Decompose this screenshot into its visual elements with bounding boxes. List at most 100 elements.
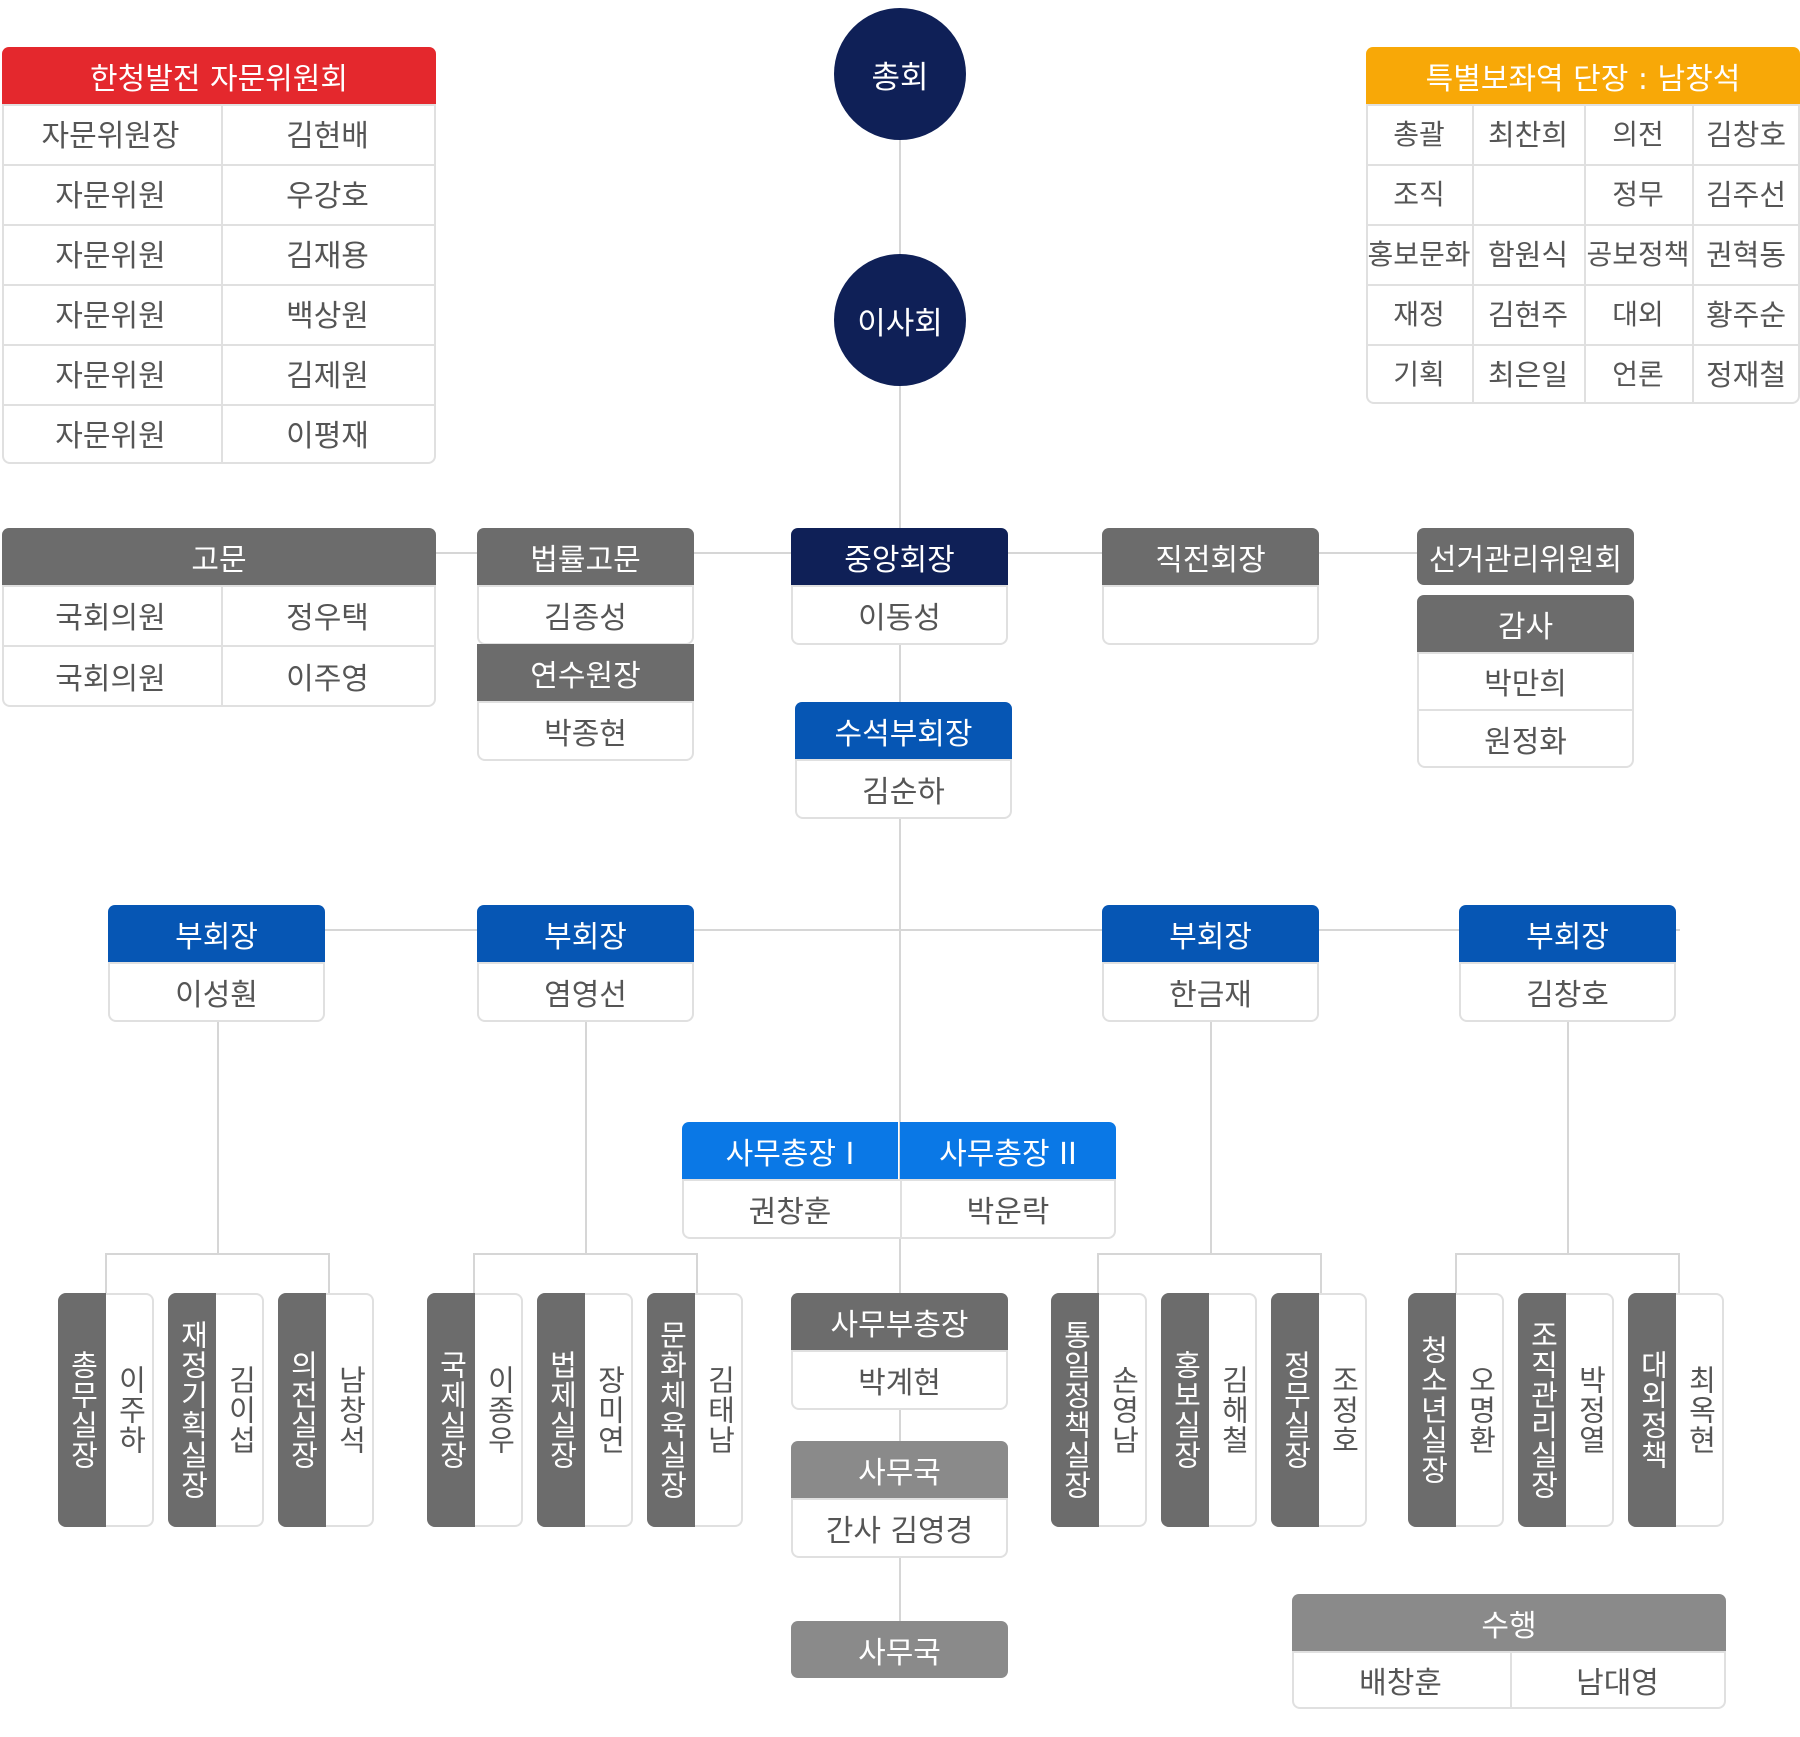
special-name: 최은일: [1487, 358, 1569, 392]
dept-card: 조직관리실장 박정열: [1518, 1293, 1614, 1527]
dept-title: 청소년실장: [1408, 1293, 1456, 1527]
dept-title: 정무실장: [1271, 1293, 1319, 1527]
dept-name: 박정열: [1573, 1365, 1608, 1455]
dept-card: 정무실장 조정호: [1271, 1293, 1367, 1527]
advisory-name: 우강호: [286, 179, 369, 214]
board-label: 이사회: [857, 305, 943, 342]
special-role: 대외: [1612, 298, 1664, 331]
special-name: 정재철: [1705, 358, 1787, 392]
advisory-name: 이평재: [286, 419, 369, 454]
vp-name: 염영선: [477, 962, 694, 1022]
advisor-name: 정우택: [286, 601, 369, 636]
secgen-title: 사무총장 II: [900, 1122, 1116, 1179]
office-name: 간사 김영경: [791, 1498, 1008, 1558]
dept-title: 조직관리실장: [1518, 1293, 1566, 1527]
vp-title: 부회장: [1102, 905, 1319, 962]
dept-card: 통일정책실장 손영남: [1051, 1293, 1147, 1527]
dept-name: 김태남: [702, 1365, 737, 1455]
special-role: 총괄: [1393, 118, 1445, 151]
dept-card: 홍보실장 김해철: [1161, 1293, 1257, 1527]
special-name: [1472, 164, 1584, 222]
advisor-role: 국회의원: [55, 601, 166, 636]
special-name: 권혁동: [1705, 238, 1787, 272]
advisory-role: 자문위원: [55, 359, 166, 394]
advisor-table: [2, 585, 436, 707]
advisory-role: 자문위원: [55, 239, 166, 274]
president-title: 중앙회장: [791, 528, 1008, 585]
special-name: 김창호: [1705, 118, 1787, 152]
dept-card: 총무실장 이주하: [58, 1293, 154, 1527]
dept-name: 김해철: [1216, 1365, 1251, 1455]
audit-title: 감사: [1417, 595, 1634, 652]
special-role: 조직: [1393, 178, 1445, 211]
election-title: 선거관리위원회: [1417, 528, 1634, 585]
advisory-title: 한청발전 자문위원회: [2, 47, 436, 104]
dept-title: 문화체육실장: [647, 1293, 695, 1527]
advisor-title: 고문: [2, 528, 436, 585]
dept-title: 법제실장: [537, 1293, 585, 1527]
dept-title: 재정기획실장: [168, 1293, 216, 1527]
special-role: 홍보문화: [1367, 238, 1471, 271]
special-title: 특별보좌역 단장 : 남창석: [1366, 47, 1800, 104]
vp-name: 김창호: [1459, 962, 1676, 1022]
training-name: 박종현: [477, 701, 694, 761]
senior-vp-title: 수석부회장: [795, 702, 1012, 759]
dept-card: 청소년실장 오명환: [1408, 1293, 1504, 1527]
dept-title: 홍보실장: [1161, 1293, 1209, 1527]
special-role: 언론: [1612, 358, 1664, 391]
special-role: 기획: [1393, 358, 1445, 391]
advisory-name: 김제원: [286, 359, 369, 394]
special-table: [1366, 104, 1800, 404]
dept-title: 국제실장: [427, 1293, 475, 1527]
dept-title: 총무실장: [58, 1293, 106, 1527]
advisory-role: 자문위원: [55, 179, 166, 214]
dept-card: 대외정책 최옥현: [1628, 1293, 1724, 1527]
vp-title: 부회장: [108, 905, 325, 962]
dept-title: 의전실장: [278, 1293, 326, 1527]
secgen-name: 박운락: [966, 1195, 1050, 1230]
vp-name: 이성훤: [108, 962, 325, 1022]
special-name: 김현주: [1487, 298, 1569, 332]
dept-name: 조정호: [1326, 1365, 1361, 1455]
general-assembly-node: 총회: [834, 8, 966, 140]
board-node: 이사회: [834, 254, 966, 386]
advisor-role: 국회의원: [55, 662, 166, 697]
dept-card: 의전실장 남창석: [278, 1293, 374, 1527]
vp-title: 부회장: [1459, 905, 1676, 962]
special-name: 최찬희: [1487, 118, 1569, 152]
audit-name: 원정화: [1484, 724, 1567, 760]
dept-card: 재정기획실장 김이섭: [168, 1293, 264, 1527]
office-title: 사무국: [791, 1441, 1008, 1498]
advisory-name: 김현배: [286, 119, 369, 154]
dept-name: 오명환: [1463, 1365, 1498, 1455]
office2-title: 사무국: [791, 1621, 1008, 1678]
advisory-role: 자문위원: [55, 299, 166, 334]
vp-name: 한금재: [1102, 962, 1319, 1022]
escort-name: 남대영: [1576, 1666, 1659, 1701]
escort-name: 배창훈: [1359, 1666, 1442, 1701]
advisory-role: 자문위원: [55, 419, 166, 454]
secgen-name: 권창훈: [748, 1195, 832, 1230]
special-name: 김주선: [1705, 178, 1787, 212]
special-role: 재정: [1393, 298, 1445, 331]
dept-name: 이주하: [113, 1365, 148, 1455]
dept-name: 김이섭: [223, 1365, 258, 1455]
vp-title: 부회장: [477, 905, 694, 962]
secgen-table: [682, 1179, 1116, 1239]
president-name: 이동성: [791, 585, 1008, 645]
special-name: 황주순: [1705, 298, 1787, 332]
legal-name: 김종성: [477, 585, 694, 645]
dept-name: 이종우: [482, 1365, 517, 1455]
former-name: [1102, 585, 1319, 645]
dept-name: 남창석: [333, 1365, 368, 1455]
dept-card: 법제실장 장미연: [537, 1293, 633, 1527]
escort-table: [1292, 1651, 1726, 1709]
special-role: 정무: [1612, 178, 1664, 211]
deputy-name: 박계현: [791, 1350, 1008, 1410]
audit-name: 박만희: [1484, 666, 1567, 702]
dept-name: 최옥현: [1683, 1365, 1718, 1455]
special-name: 함원식: [1487, 238, 1569, 272]
advisory-name: 김재용: [286, 239, 369, 274]
dept-card: 국제실장 이종우: [427, 1293, 523, 1527]
advisory-name: 백상원: [286, 299, 369, 334]
